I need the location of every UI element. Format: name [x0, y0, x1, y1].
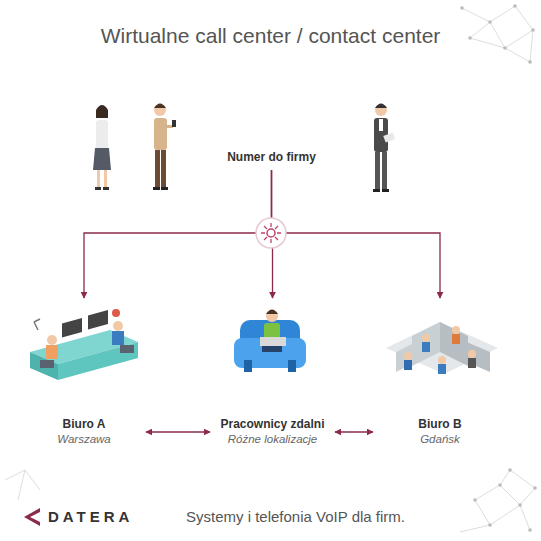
flow-arrow	[272, 170, 441, 298]
node-heading: Numer do firmy	[227, 150, 316, 165]
flow-arrow	[335, 431, 373, 432]
node-heading: Biuro A	[32, 417, 136, 432]
person-man	[153, 104, 176, 191]
logo-mark	[24, 508, 40, 526]
office-illustration	[30, 309, 138, 380]
caption-text: Systemy i telefonia VoIP dla firm.	[186, 508, 405, 525]
person-woman	[93, 105, 111, 190]
logo-text: DATERA	[48, 508, 133, 525]
armchair-illustration	[234, 310, 306, 373]
node-heading: Biuro B	[383, 417, 497, 432]
node-heading: Pracownicy zdalni	[220, 417, 325, 432]
person-businessman	[373, 104, 395, 193]
location-node: Biuro AWarszawa	[28, 300, 140, 449]
location-node: Biuro BGdańsk	[379, 300, 501, 449]
location-node: Pracownicy zdalniRóżne lokalizacje	[216, 300, 329, 449]
office-illustration	[386, 322, 498, 374]
flow-arrow	[84, 170, 272, 298]
network-decoration	[5, 6, 535, 532]
flow-arrow	[146, 431, 210, 432]
entry-label: Numer do firmy	[223, 150, 320, 167]
node-subtitle: Warszawa	[32, 432, 136, 447]
diagram-title: Wirtualne call center / contact center	[0, 24, 541, 48]
node-subtitle: Gdańsk	[383, 432, 497, 447]
node-subtitle: Różne lokalizacje	[220, 432, 325, 447]
routing-hub	[256, 218, 286, 248]
